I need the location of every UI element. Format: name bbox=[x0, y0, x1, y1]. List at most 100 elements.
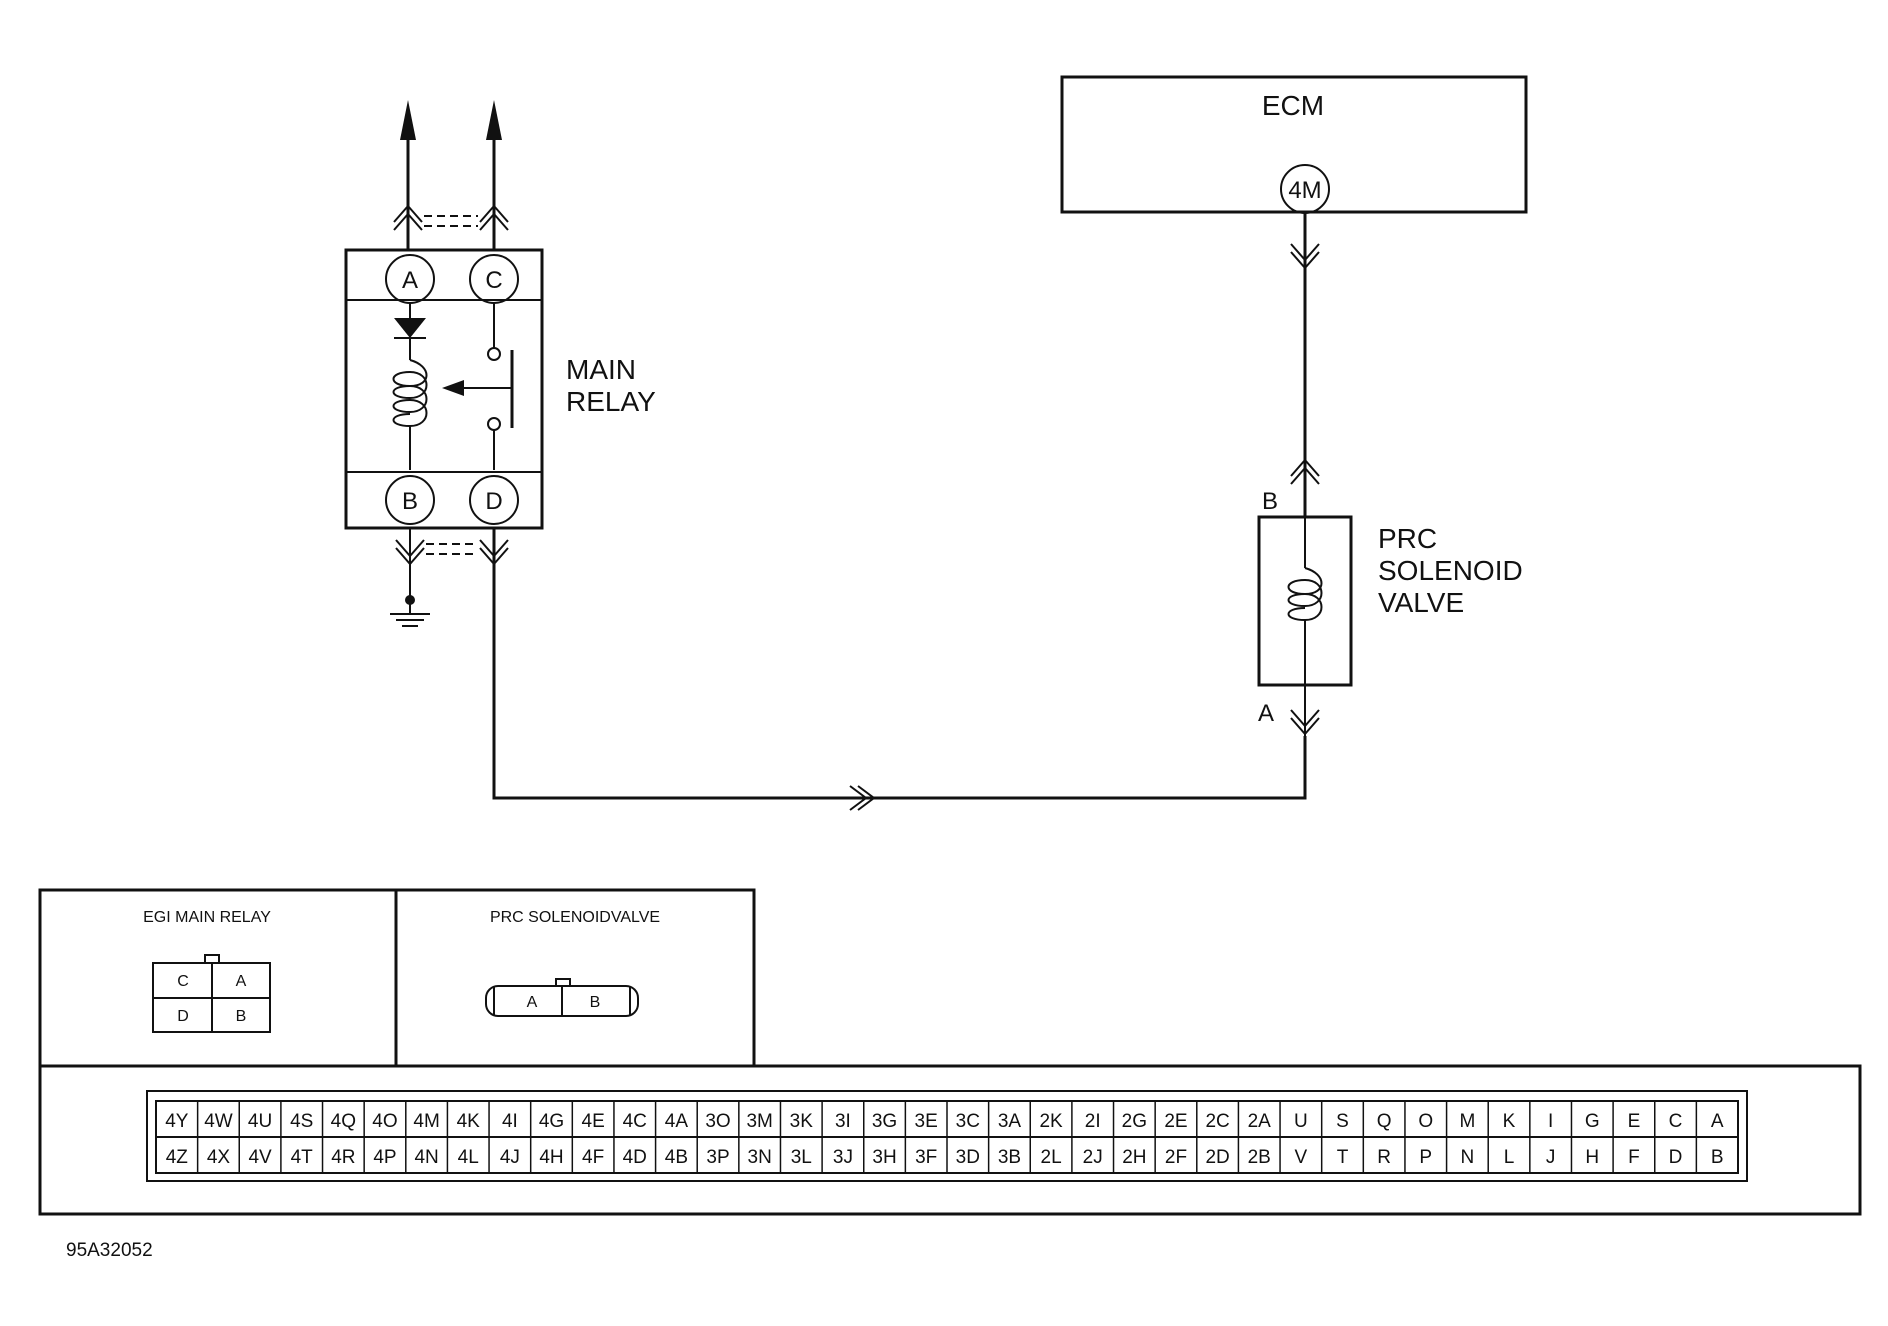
ecm-pin-4c: 4C bbox=[623, 1111, 647, 1132]
ecm-pin-j: J bbox=[1546, 1147, 1556, 1168]
ecm-pin-4l: 4L bbox=[458, 1147, 479, 1168]
solenoid-pin-b-label: B bbox=[1262, 488, 1278, 515]
ecm-pin-2a: 2A bbox=[1248, 1111, 1272, 1132]
ecm-pin-2e: 2E bbox=[1164, 1111, 1187, 1132]
ecm-pin-2k: 2K bbox=[1039, 1111, 1063, 1132]
ecm-pin-3e: 3E bbox=[915, 1111, 938, 1132]
ecm-pin-g: G bbox=[1585, 1111, 1600, 1132]
main-relay: A C B D MAIN RELAY bbox=[344, 100, 656, 627]
ecm-pin-4w: 4W bbox=[204, 1111, 233, 1132]
ecm-pin-3j: 3J bbox=[833, 1147, 853, 1168]
figure-id: 95A32052 bbox=[66, 1240, 153, 1261]
ecm-pin-4e: 4E bbox=[582, 1111, 605, 1132]
ecm-pin-4b: 4B bbox=[665, 1147, 688, 1168]
relay-title-line2: RELAY bbox=[566, 386, 656, 417]
ecm-pin-4m-label: 4M bbox=[1288, 177, 1321, 204]
ecm-pin-3n: 3N bbox=[748, 1147, 772, 1168]
ecm-pin-s: S bbox=[1336, 1111, 1349, 1132]
ecm-pin-k: K bbox=[1503, 1111, 1516, 1132]
arrow-up-icon bbox=[400, 100, 416, 140]
ecm-pin-3b: 3B bbox=[998, 1147, 1021, 1168]
ecm-pin-4m: 4M bbox=[413, 1111, 439, 1132]
ecm-pin-4o: 4O bbox=[372, 1111, 397, 1132]
wire-relay-to-solenoid bbox=[492, 528, 1307, 811]
ecm-pin-3h: 3H bbox=[872, 1147, 896, 1168]
solenoid-coil-icon bbox=[1287, 567, 1323, 622]
prc-cell-b: B bbox=[590, 994, 601, 1011]
ecm-pin-n: N bbox=[1461, 1147, 1475, 1168]
ecm-pin-3c: 3C bbox=[956, 1111, 980, 1132]
ecm-pin-r: R bbox=[1377, 1147, 1391, 1168]
ecm-pin-4v: 4V bbox=[248, 1147, 272, 1168]
ecm-pin-b: B bbox=[1711, 1147, 1724, 1168]
ecm-pin-4t: 4T bbox=[291, 1147, 314, 1168]
ecm-pin-h: H bbox=[1585, 1147, 1599, 1168]
ecm-pin-e: E bbox=[1628, 1111, 1641, 1132]
ecm-pin-3a: 3A bbox=[998, 1111, 1022, 1132]
egi-cell-c: C bbox=[177, 973, 189, 990]
ecm-pin-3i: 3I bbox=[835, 1111, 851, 1132]
ecm-pin-2b: 2B bbox=[1248, 1147, 1271, 1168]
ecm-connector-outline bbox=[146, 1090, 1748, 1182]
relay-coil-icon bbox=[392, 359, 428, 428]
ecm-pin-4y: 4Y bbox=[165, 1111, 189, 1132]
ecm-pin-3m: 3M bbox=[746, 1111, 772, 1132]
ecm-pin-c: C bbox=[1669, 1111, 1683, 1132]
relay-pin-d-label: D bbox=[485, 488, 502, 515]
relay-pin-b bbox=[385, 475, 435, 525]
ecm-pin-d: D bbox=[1669, 1147, 1683, 1168]
ecm-pin-3g: 3G bbox=[872, 1111, 897, 1132]
ecm-pin-4x: 4X bbox=[207, 1147, 231, 1168]
relay-pin-c-label: C bbox=[485, 267, 502, 294]
solenoid-title-line2: SOLENOID bbox=[1378, 555, 1523, 586]
ecm-pin-4u: 4U bbox=[248, 1111, 272, 1132]
ecm-pin-3o: 3O bbox=[705, 1111, 730, 1132]
ecm-pin-q: Q bbox=[1377, 1111, 1392, 1132]
ecm-pin-4k: 4K bbox=[457, 1111, 481, 1132]
ecm-pin-p: P bbox=[1419, 1147, 1432, 1168]
prc-solenoid-title: PRC SOLENOIDVALVE bbox=[490, 909, 660, 926]
ecm-pin-2f: 2F bbox=[1165, 1147, 1187, 1168]
connector-panels: EGI MAIN RELAY C A D B PRC SOLENOIDVALVE… bbox=[38, 888, 1862, 1216]
egi-main-relay-title: EGI MAIN RELAY bbox=[143, 909, 271, 926]
ecm-pin-i: I bbox=[1548, 1111, 1553, 1132]
ecm-pin-4d: 4D bbox=[623, 1147, 647, 1168]
arrow-up-icon bbox=[486, 100, 502, 140]
solenoid-title-line3: VALVE bbox=[1378, 587, 1464, 618]
ecm-pin-2l: 2L bbox=[1041, 1147, 1062, 1168]
ecm-pin-m: M bbox=[1459, 1111, 1475, 1132]
prc-solenoid-valve: B A PRC SOLENOID VALVE bbox=[1257, 488, 1523, 736]
ecm-pin-4a: 4A bbox=[665, 1111, 689, 1132]
solenoid-title-line1: PRC bbox=[1378, 523, 1437, 554]
ecm-pin-v: V bbox=[1295, 1147, 1308, 1168]
egi-cell-d: D bbox=[177, 1008, 189, 1025]
ecm-pin-4g: 4G bbox=[539, 1111, 564, 1132]
ecm-pin-4j: 4J bbox=[500, 1147, 520, 1168]
ecm-pin-4h: 4H bbox=[539, 1147, 563, 1168]
relay-pin-d bbox=[469, 475, 519, 525]
ecm-pin-3k: 3K bbox=[790, 1111, 814, 1132]
ecm-pin-2d: 2D bbox=[1205, 1147, 1229, 1168]
ecm-pin-o: O bbox=[1418, 1111, 1433, 1132]
relay-pin-b-label: B bbox=[402, 488, 418, 515]
ecm-pin-3l: 3L bbox=[791, 1147, 812, 1168]
ecm-pin-2g: 2G bbox=[1122, 1111, 1147, 1132]
ecm-pin-3f: 3F bbox=[915, 1147, 937, 1168]
ecm-pin-2j: 2J bbox=[1083, 1147, 1103, 1168]
ecm-pin-f: F bbox=[1628, 1147, 1640, 1168]
ecm-pin-4f: 4F bbox=[582, 1147, 604, 1168]
ecm-pin-t: T bbox=[1337, 1147, 1349, 1168]
ecm-pin-a: A bbox=[1711, 1111, 1724, 1132]
ecm-pin-l: L bbox=[1504, 1147, 1515, 1168]
ecm-pin-4z: 4Z bbox=[166, 1147, 189, 1168]
ecm-title: ECM bbox=[1262, 90, 1324, 121]
solenoid-pin-a-label: A bbox=[1258, 700, 1274, 727]
relay-body bbox=[344, 248, 544, 530]
ecm-pin-4p: 4P bbox=[373, 1147, 396, 1168]
ecm-pin-4r: 4R bbox=[331, 1147, 355, 1168]
prc-cell-a: A bbox=[527, 994, 538, 1011]
ecm-pin-4q: 4Q bbox=[331, 1111, 356, 1132]
egi-cell-a: A bbox=[236, 973, 247, 990]
relay-pin-a-label: A bbox=[402, 267, 418, 294]
